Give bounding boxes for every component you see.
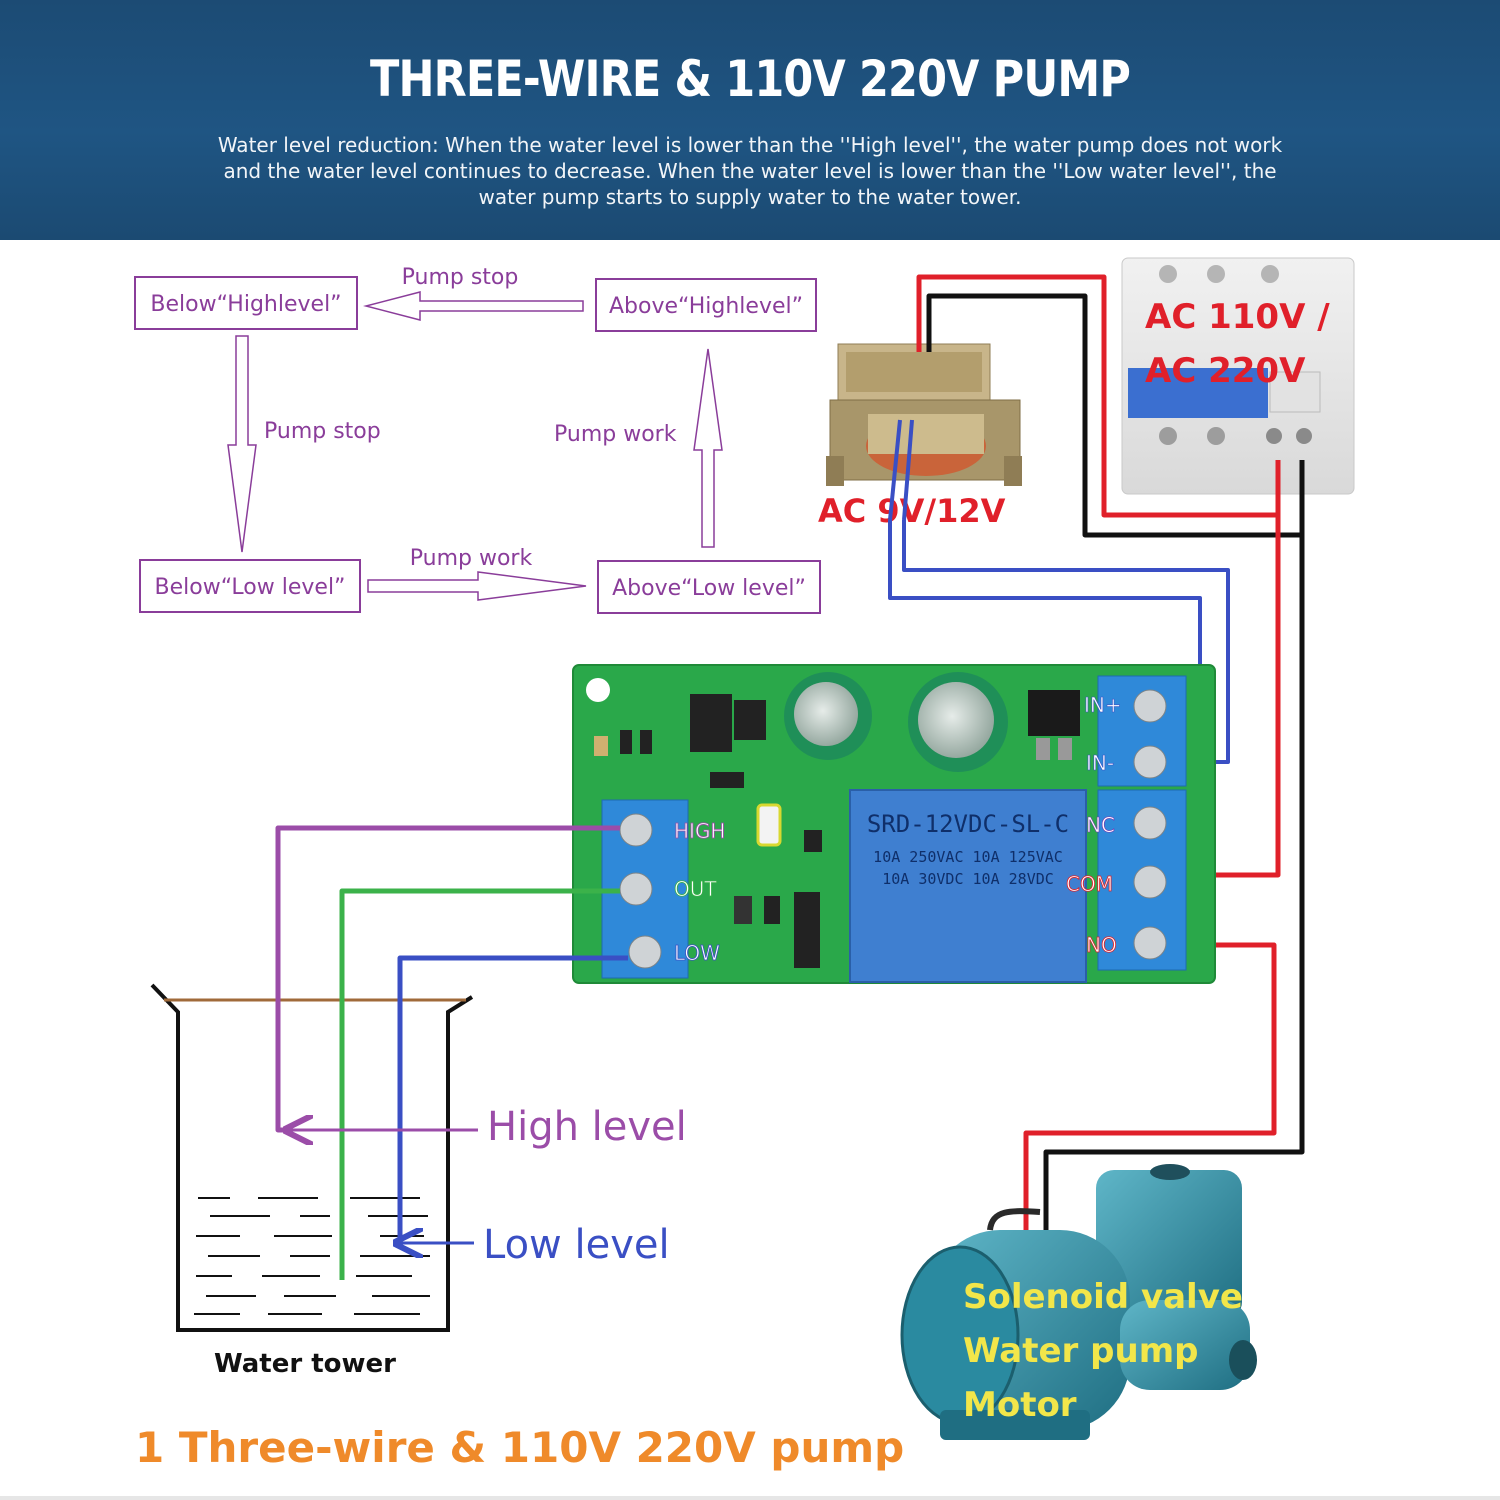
arrow-above-low-to-above-high (693, 348, 723, 548)
below-low-label: Below“Low level” (155, 575, 346, 600)
wire-blue-low (397, 955, 628, 1240)
bottom-caption: 1 Three-wire & 110V 220V pump (135, 1423, 904, 1472)
wire-blue-transformer (888, 419, 902, 521)
wire-red-no (1023, 942, 1277, 1280)
water-lines (194, 1197, 430, 1315)
above-high-box (595, 278, 817, 332)
above-high-label: Above“Highlevel” (609, 294, 803, 319)
relay-rating-2: 10A 30VDC 10A 28VDC (882, 870, 1054, 888)
water-tower-label: Water tower (214, 1349, 396, 1379)
screw-terminals-left (619, 813, 662, 969)
arrow-above-high-to-below-high (363, 291, 584, 321)
below-high-box (134, 276, 358, 330)
below-low-box (139, 559, 361, 613)
bottom-border (0, 1496, 1500, 1500)
header-banner: THREE-WIRE & 110V 220V PUMP Water level … (0, 0, 1500, 240)
relay-model: SRD-12VDC-SL-C (867, 810, 1069, 838)
pump-stop-label-left: Pump stop (264, 419, 381, 444)
wire-red-mains (916, 274, 1281, 518)
flow-chart: Below“Highlevel” Above“Highlevel” Below“… (134, 265, 821, 614)
page-title: THREE-WIRE & 110V 220V PUMP (370, 50, 1131, 108)
breaker-label-line2: AC 220V (1145, 351, 1306, 391)
wire-black-mains (926, 293, 1305, 538)
terminal-high: HIGH (674, 819, 725, 843)
high-level-label: High level (487, 1104, 687, 1150)
above-low-box (597, 560, 821, 614)
below-high-label: Below“Highlevel” (150, 292, 341, 317)
pump-work-label-bottom: Pump work (410, 546, 533, 571)
breaker-label-line1: AC 110V / (1145, 297, 1330, 337)
low-level-label: Low level (483, 1222, 670, 1268)
wire-green-out (339, 888, 620, 1280)
arrow-below-low-to-above-low (367, 571, 587, 601)
terminal-out: OUT (674, 877, 717, 901)
probe-wires (275, 825, 628, 1280)
terminal-no: NO (1086, 933, 1117, 957)
above-low-label: Above“Low level” (612, 576, 806, 601)
arrow-below-high-to-below-low (227, 335, 257, 553)
description-text: Water level reduction: When the water le… (217, 133, 1283, 209)
wire-black-pump (1043, 535, 1305, 1280)
transformer: AC 9V/12V (818, 343, 1022, 530)
circuit-breaker: AC 110V / AC 220V (1121, 257, 1355, 495)
control-board: SRD-12VDC-SL-C 10A 250VAC 10A 125VAC 10A… (572, 664, 1216, 984)
pump-label-water-pump: Water pump (963, 1331, 1198, 1371)
pump-label-motor: Motor (963, 1385, 1077, 1425)
relay-rating-1: 10A 250VAC 10A 125VAC (873, 848, 1063, 866)
terminal-com: COM (1066, 872, 1113, 896)
transformer-label: AC 9V/12V (818, 492, 1006, 530)
water-tower: Water tower (150, 983, 474, 1379)
tank-outline (150, 983, 474, 1332)
terminal-nc: NC (1086, 813, 1115, 837)
screw-terminals-right (1133, 689, 1167, 960)
pump-label-solenoid: Solenoid valve (963, 1277, 1243, 1317)
terminal-in-minus: IN- (1086, 751, 1114, 775)
terminal-low: LOW (674, 941, 720, 965)
water-pump (900, 1164, 1257, 1440)
terminal-in-plus: IN+ (1084, 693, 1122, 717)
pump-work-label-right: Pump work (554, 422, 677, 447)
pump-stop-label-top: Pump stop (402, 265, 519, 290)
